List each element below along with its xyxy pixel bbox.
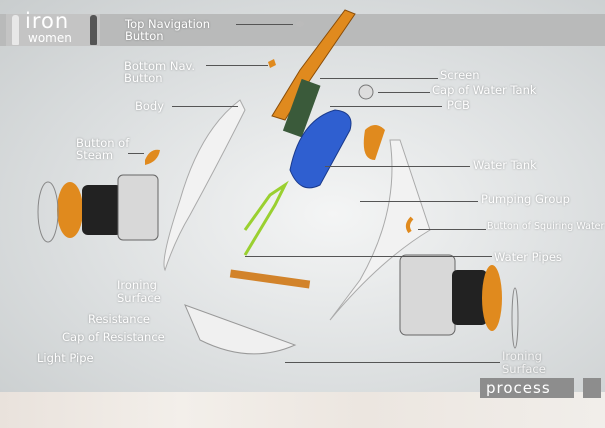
label-top-navigation-button: Top Navigation Button <box>125 17 211 43</box>
header-band <box>0 14 605 46</box>
label-button-of-steam: Button of Steam <box>76 136 130 162</box>
label-cap-of-resistance: Cap of Resistance <box>62 330 165 344</box>
label-button-of-squiring-water: Button of Squiring Water <box>487 221 605 232</box>
sketch-strip <box>0 392 605 428</box>
cap-water-tank-part <box>358 84 374 100</box>
label-pumping-group: Pumping Group <box>481 192 570 206</box>
label-light-pipe: Light Pipe <box>37 351 94 365</box>
water-tank-part <box>289 109 352 189</box>
process-button[interactable]: process <box>480 378 574 398</box>
screen-part <box>282 78 321 138</box>
logo-iron: iron <box>25 9 70 33</box>
button-steam-part <box>145 149 160 165</box>
ironing-surface-part <box>184 304 297 355</box>
process-next-button[interactable] <box>583 378 601 398</box>
label-bottom-nav-button: Bottom Nav. Button <box>124 59 196 85</box>
label-pcb: PCB <box>447 98 470 112</box>
woman-figure-icon <box>12 15 19 45</box>
top-nav-button-part <box>271 9 356 121</box>
logo: iron women <box>6 9 100 46</box>
plate-part <box>229 269 311 289</box>
logo-women: women <box>28 31 72 45</box>
water-pipes-part <box>243 180 289 256</box>
man-figure-icon <box>90 15 97 45</box>
cap-part <box>363 125 385 160</box>
rear-resistance-part <box>399 254 519 349</box>
label-ironing-surface-left: Ironing Surface <box>117 278 161 305</box>
label-body: Body <box>135 99 165 113</box>
body-part <box>163 99 246 272</box>
bottom-nav-button-part <box>268 59 276 68</box>
label-screen: Screen <box>440 68 480 82</box>
label-resistance: Resistance <box>88 312 150 326</box>
label-ironing-surface-right: Ironing Surface <box>502 349 546 376</box>
front-resistance-part <box>37 174 159 243</box>
label-cap-of-water-tank: Cap of Water Tank <box>432 83 537 97</box>
label-water-pipes: Water Pipes <box>494 250 562 264</box>
label-water-tank: Water Tank <box>473 158 537 172</box>
rear-body-part <box>329 139 431 321</box>
squiring-button-part <box>405 216 414 234</box>
